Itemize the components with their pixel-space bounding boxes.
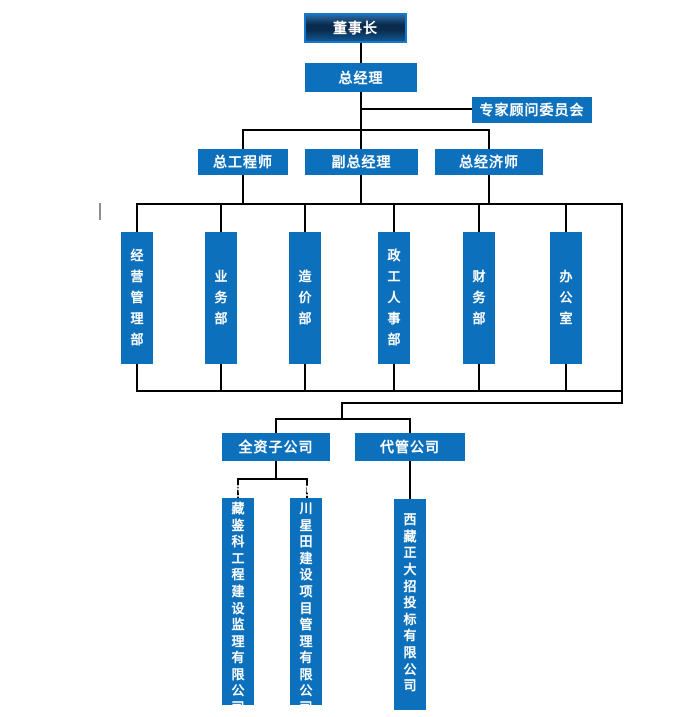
deputy-general-manager-label: 副总经理 (331, 155, 392, 171)
connector-line (304, 363, 306, 391)
connector-line (341, 402, 623, 404)
dept-box-operations-management: 经营管理部 (121, 232, 153, 364)
general-manager-label: 总经理 (338, 70, 384, 87)
connector-line (220, 203, 222, 233)
chief-economist-box: 总经济师 (435, 149, 543, 175)
connector-line (136, 203, 138, 233)
connector-line (478, 203, 480, 233)
dept-label: 办公室 (559, 269, 573, 327)
general-manager-box: 总经理 (305, 63, 417, 92)
connector-line (136, 363, 138, 391)
connector-line (360, 174, 362, 204)
dept-label: 业务部 (214, 269, 228, 327)
connector-line (275, 418, 277, 434)
managed-group-label: 代管公司 (380, 440, 440, 456)
advisory-committee-box: 专家顾问委员会 (472, 97, 592, 123)
connector-line (360, 92, 362, 150)
dept-label: 造价部 (298, 269, 312, 327)
connector-line (242, 129, 244, 150)
connector-line (393, 363, 395, 391)
connector-line (409, 418, 411, 434)
deputy-general-manager-box: 副总经理 (305, 149, 418, 175)
connector-line (275, 460, 277, 479)
dept-box-cost-estimation: 造价部 (289, 232, 321, 364)
connector-line (488, 174, 490, 204)
company-label: 西藏鉴科工程建设监理有限公司 (231, 485, 245, 717)
advisory-committee-label: 专家顾问委员会 (479, 103, 585, 119)
connector-line (237, 478, 308, 480)
dept-box-political-personnel: 政工人事部 (378, 232, 410, 364)
connector-line (621, 203, 623, 404)
subsidiary-group-label: 全资子公司 (238, 440, 314, 456)
chairman-label: 董事长 (333, 21, 378, 37)
connector-line (136, 203, 623, 205)
dept-box-business: 业务部 (205, 232, 237, 364)
company-label: 西藏正大招投标有限公司 (403, 513, 417, 695)
connector-line (237, 478, 239, 499)
connector-line (242, 129, 490, 131)
chief-engineer-box: 总工程师 (198, 149, 288, 175)
dept-label: 财务部 (472, 269, 486, 327)
dept-box-finance: 财务部 (463, 232, 495, 364)
chairman-box: 董事长 (304, 13, 407, 43)
connector-line (341, 402, 343, 420)
managed-group-box: 代管公司 (355, 433, 465, 461)
dept-label: 政工人事部 (387, 248, 401, 348)
connector-line (565, 363, 567, 391)
connector-line (220, 363, 222, 391)
connector-line (360, 43, 362, 64)
dept-label: 经营管理部 (130, 248, 144, 348)
company-box-sichuan-xingtian: 四川星田建设项目管理有限公司 (290, 485, 322, 717)
connector-line (136, 390, 623, 392)
chief-economist-label: 总经济师 (459, 155, 519, 171)
dept-box-office: 办公室 (550, 232, 582, 364)
stray-mark (99, 203, 101, 220)
chief-engineer-label: 总工程师 (213, 155, 273, 171)
company-box-tibet-jianke: 西藏鉴科工程建设监理有限公司 (222, 485, 254, 717)
connector-line (393, 203, 395, 233)
company-box-tibet-zhengda: 西藏正大招投标有限公司 (394, 499, 426, 710)
connector-line (409, 460, 411, 500)
connector-line (306, 478, 308, 499)
connector-line (565, 203, 567, 233)
connector-line (242, 174, 244, 204)
connector-line (488, 129, 490, 150)
connector-line (478, 363, 480, 391)
connector-line (361, 108, 472, 110)
connector-line (275, 418, 411, 420)
subsidiary-group-box: 全资子公司 (222, 433, 330, 461)
connector-line (304, 203, 306, 233)
company-label: 四川星田建设项目管理有限公司 (299, 485, 313, 717)
